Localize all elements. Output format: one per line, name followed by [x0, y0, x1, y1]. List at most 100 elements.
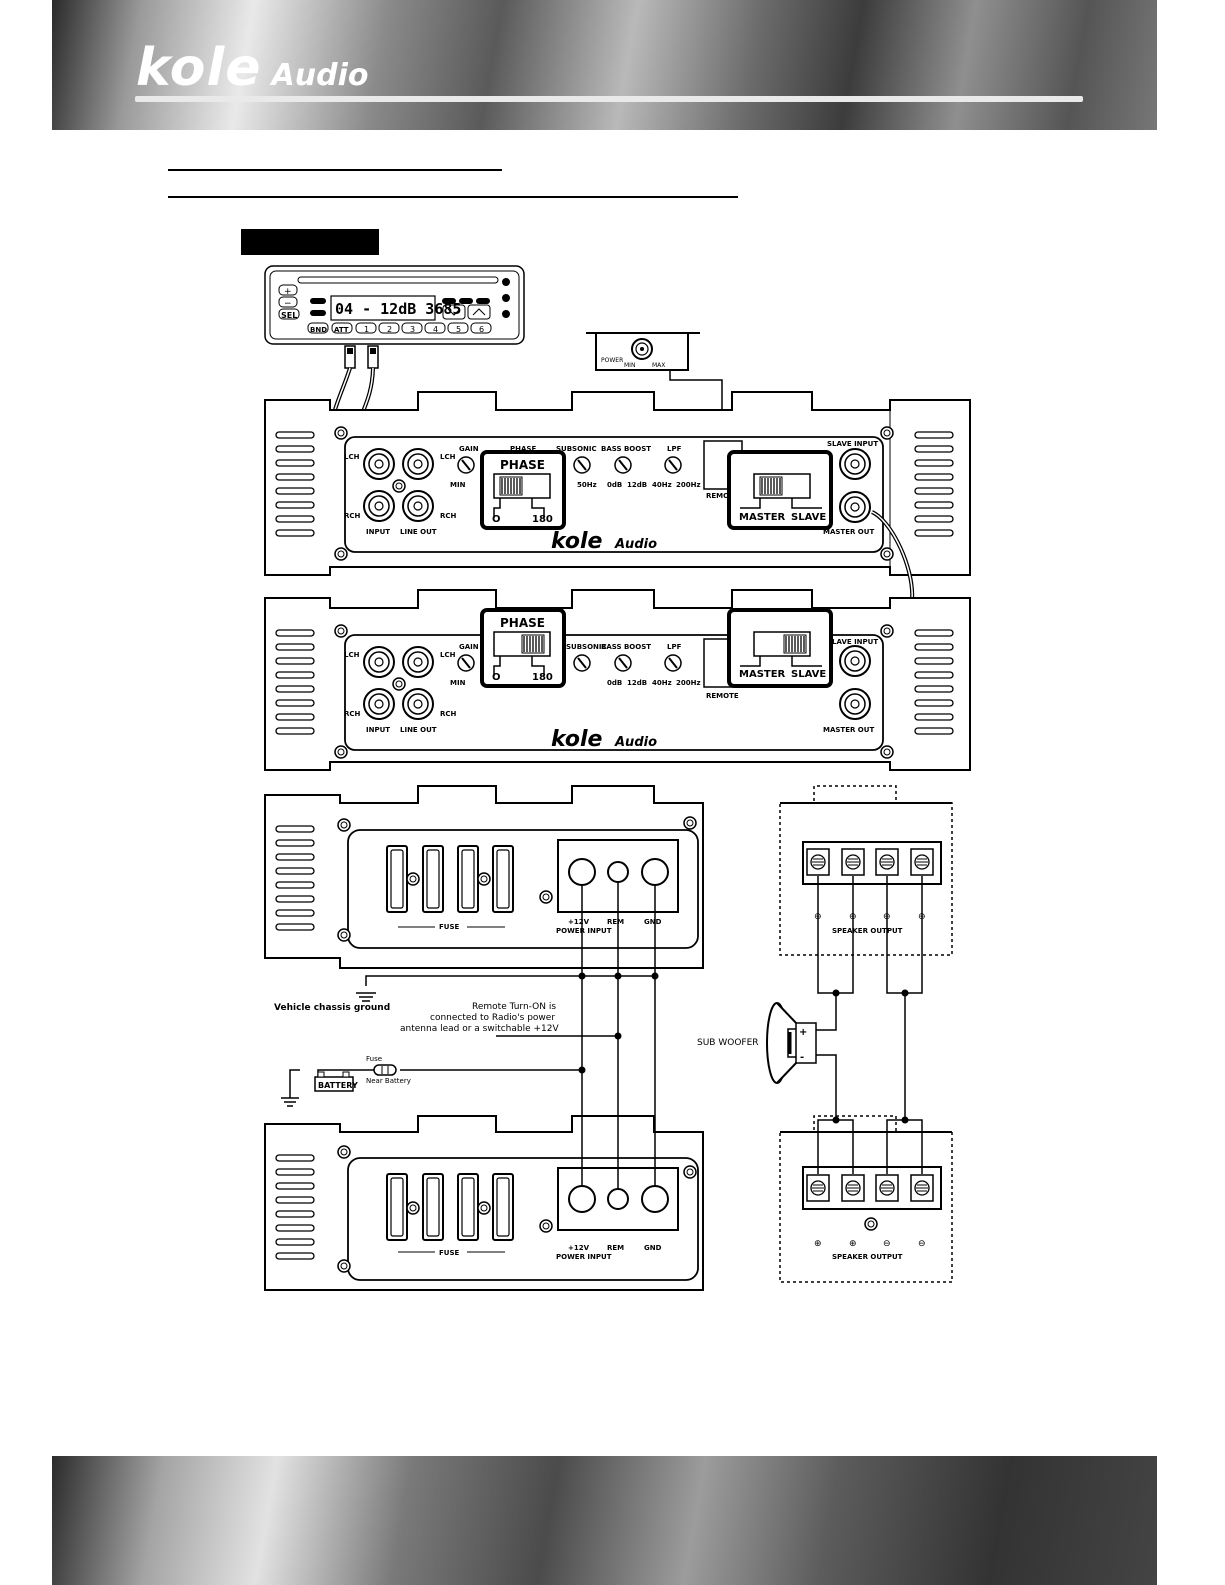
amp2-master-slave-switch[interactable]: [727, 608, 833, 688]
amp2-lpf-label: LPF: [667, 643, 682, 651]
rca-plug-left: [344, 345, 356, 369]
title-underline-long: [168, 196, 738, 198]
radio-button-bnd[interactable]: BND: [307, 322, 329, 334]
power-panel-bottom: [264, 1115, 704, 1291]
inline-fuse-icon: [373, 1064, 397, 1076]
amp1-slave-label: SLAVE: [791, 512, 826, 523]
remote-knob-icon[interactable]: [640, 347, 644, 351]
radio-button-minus-label: −: [284, 299, 292, 309]
radio-button-plus[interactable]: +: [278, 284, 298, 297]
amp2-slave-label: SLAVE: [791, 669, 826, 680]
amp1-master-slave-switch[interactable]: [727, 450, 833, 530]
amp2-lch2-label: LCH: [440, 651, 456, 659]
amp2-phase-zero: O: [492, 672, 501, 683]
radio-preset-6[interactable]: 6: [470, 322, 492, 334]
title-underline-short: [168, 169, 502, 171]
header-rule: [135, 96, 1083, 102]
remote-note-3: antenna lead or a switchable +12V: [400, 1024, 559, 1034]
amp2-input-label: INPUT: [366, 726, 390, 734]
amp1-subsonic-label: SUBSONIC: [556, 445, 597, 453]
header-banner: [52, 0, 1157, 130]
remote-level-control: [586, 332, 700, 371]
battery-icon: [314, 1071, 354, 1092]
amp1-rch-label: RCH: [344, 512, 361, 520]
bottom-power-input-label: POWER INPUT: [556, 1253, 612, 1261]
subwoofer-icon: [766, 1002, 817, 1084]
speaker-panel-bottom: [779, 1115, 953, 1283]
amp2-phase-switch[interactable]: [480, 608, 566, 688]
bottom-12v-label: +12V: [568, 1244, 590, 1252]
top-speaker-output-label: SPEAKER OUTPUT: [832, 927, 903, 935]
remote-min-label: MIN: [624, 362, 635, 369]
amp1-gain-label: GAIN: [459, 445, 479, 453]
remote-max-label: MAX: [652, 362, 665, 369]
brand-sub: Audio: [271, 58, 369, 93]
radio-preset-3-label: 3: [410, 325, 415, 334]
radio-button-bnd-label: BND: [310, 326, 327, 334]
amp1-input-label: INPUT: [366, 528, 390, 536]
amp1-phase-label: PHASE: [510, 445, 536, 453]
footer-banner: [52, 1456, 1157, 1585]
radio-display: 04 - 12dB 3685: [335, 300, 461, 318]
radio-button-plus-label: +: [284, 287, 292, 297]
amp1-40hz-label: 40Hz: [652, 481, 672, 489]
radio-button-att[interactable]: ATT: [331, 322, 353, 334]
amp2-rch-label: RCH: [344, 710, 361, 718]
radio-button-minus[interactable]: −: [278, 296, 298, 309]
amp2-slaveinput-label: SLAVE INPUT: [827, 638, 878, 646]
top-power-input-label: POWER INPUT: [556, 927, 612, 935]
radio-button-sel[interactable]: SEL: [278, 308, 300, 320]
amp1-brand-sub: Audio: [614, 537, 657, 552]
radio-preset-3[interactable]: 3: [401, 322, 423, 334]
radio-preset-4[interactable]: 4: [424, 322, 446, 334]
amp2-gain-label: GAIN: [459, 643, 479, 651]
amp2-200hz-label: 200Hz: [676, 679, 701, 687]
radio-preset-5[interactable]: 5: [447, 322, 469, 334]
amp1-slaveinput-label: SLAVE INPUT: [827, 440, 878, 448]
amp2-masterout-label: MASTER OUT: [823, 726, 874, 734]
radio-button-sel-label: SEL: [281, 311, 297, 320]
amp1-lch2-label: LCH: [440, 453, 456, 461]
amp1-phase-switch[interactable]: [480, 450, 566, 530]
power-wiring: [281, 882, 656, 1189]
amp2-bassboost-label: BASS BOOST: [601, 643, 651, 651]
amp1-lineout-label: LINE OUT: [400, 528, 437, 536]
radio-preset-2-label: 2: [387, 325, 392, 334]
brand-main: kole: [136, 38, 262, 98]
radio-preset-2[interactable]: 2: [378, 322, 400, 334]
radio-button-att-label: ATT: [334, 326, 349, 334]
bottom-fuse-label: FUSE: [439, 1249, 460, 1257]
subwoofer-label: SUB WOOFER: [697, 1038, 759, 1048]
radio-preset-1[interactable]: 1: [355, 322, 377, 334]
remote-note-1: Remote Turn-ON is: [472, 1002, 556, 1012]
amp1-phase-180: 180: [532, 514, 553, 525]
remote-note-2: connected to Radio's power: [430, 1013, 555, 1023]
amp2-brand-main: kole: [551, 727, 603, 752]
speaker-panel-top: [779, 785, 953, 956]
amp2-subsonic-label: SUBSONIC: [566, 643, 607, 651]
remote-power-label: POWER: [601, 357, 623, 364]
sub-minus-label: -: [800, 1052, 804, 1063]
amp1-min-label: MIN: [450, 481, 466, 489]
amp1-200hz-label: 200Hz: [676, 481, 701, 489]
amp1-0db-label: 0dB: [607, 481, 622, 489]
amp1-12db-label: 12dB: [627, 481, 647, 489]
bottom-gnd-label: GND: [644, 1244, 662, 1252]
section-tag: [241, 229, 379, 255]
radio-preset-6-label: 6: [479, 325, 484, 334]
amp1-remote-label: REMOTE: [706, 492, 739, 500]
amp1-lch-label: LCH: [344, 453, 360, 461]
amp2-rch2-label: RCH: [440, 710, 457, 718]
bottom-speaker-sign-4: ⊖: [918, 1239, 926, 1249]
amp1-phase-zero: O: [492, 514, 501, 525]
top-rem-label: REM: [607, 918, 624, 926]
fuse-label: Fuse: [366, 1055, 382, 1063]
amp1-rch2-label: RCH: [440, 512, 457, 520]
top-gnd-label: GND: [644, 918, 662, 926]
top-12v-label: +12V: [568, 918, 590, 926]
amp2-12db-label: 12dB: [627, 679, 647, 687]
top-fuse-label: FUSE: [439, 923, 460, 931]
bottom-speaker-sign-2: ⊕: [849, 1239, 857, 1249]
amp2-remote-label: REMOTE: [706, 692, 739, 700]
